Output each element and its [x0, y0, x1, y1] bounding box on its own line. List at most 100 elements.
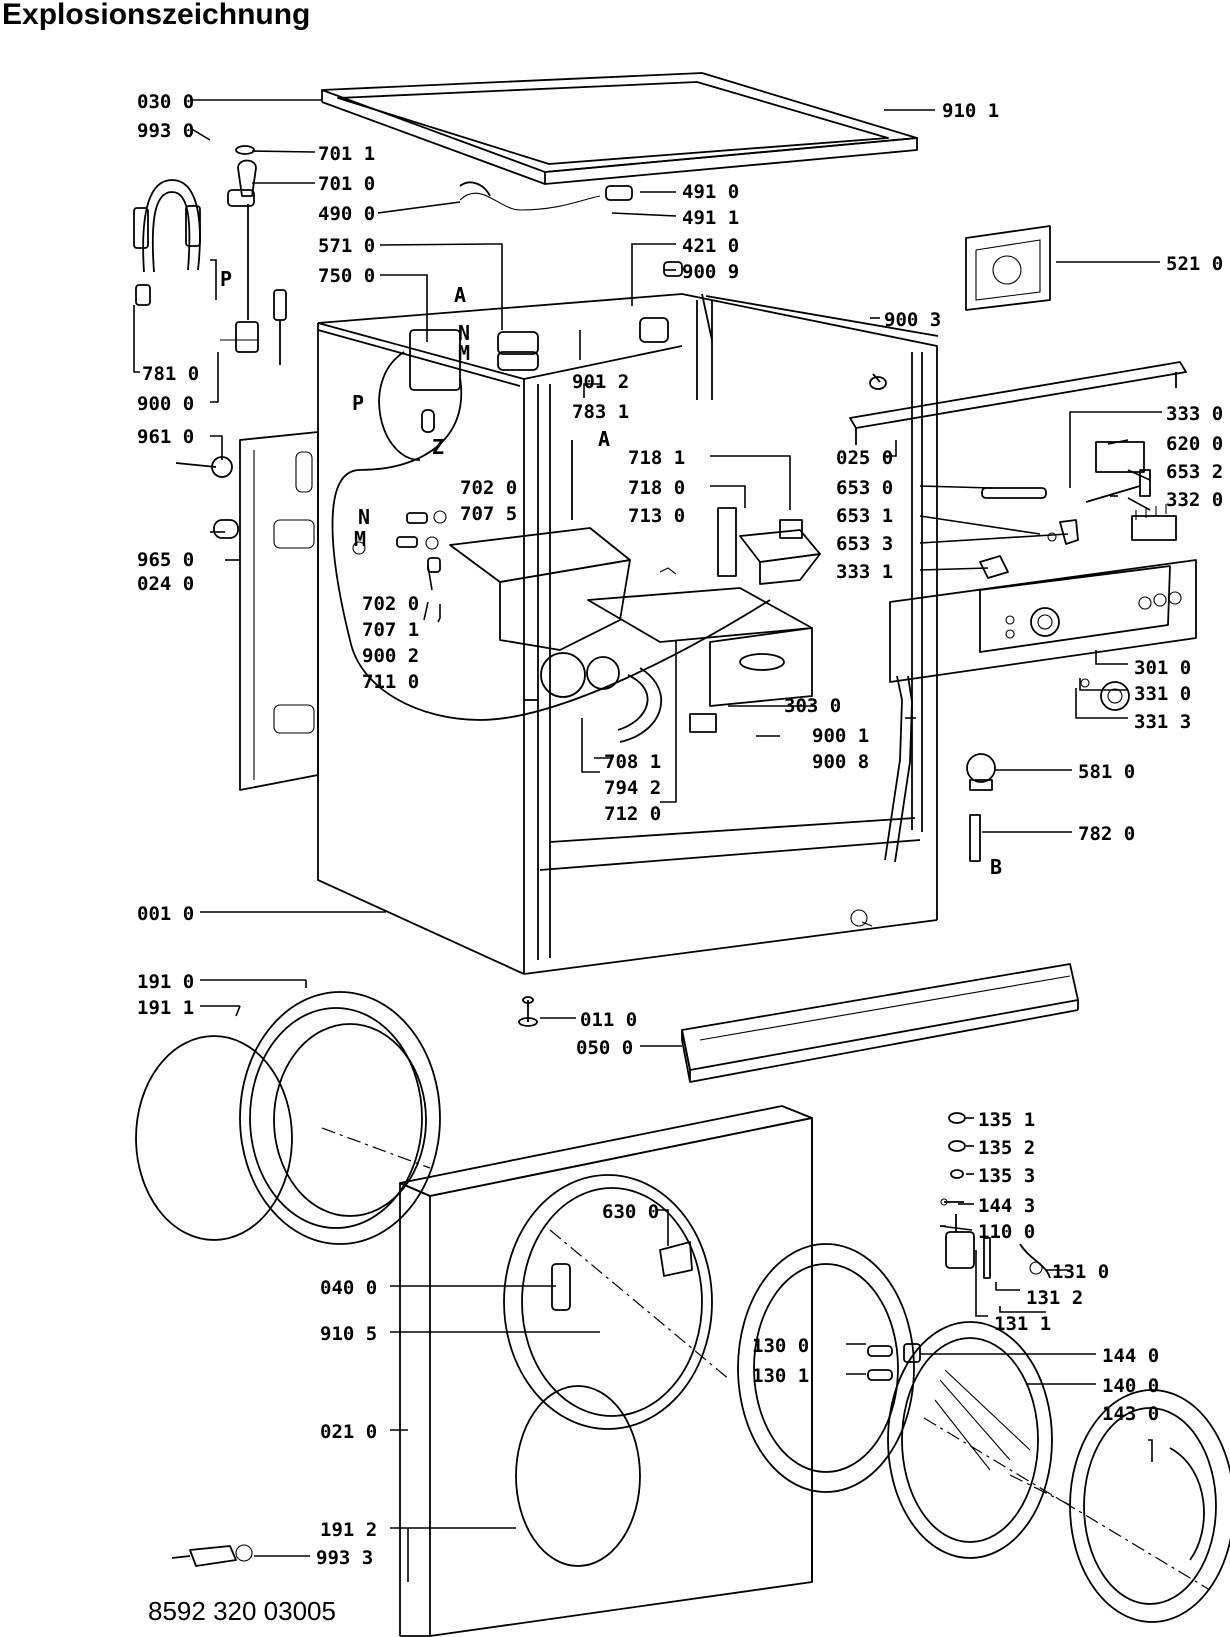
part-label: 191 2 — [320, 1519, 377, 1541]
part-label: 653 2 — [1166, 461, 1223, 483]
part-label: 332 0 — [1166, 489, 1223, 511]
hinge-parts-drawing — [171, 1112, 1051, 1567]
part-label: 140 0 — [1102, 1375, 1159, 1397]
part-label: 135 2 — [978, 1137, 1035, 1159]
part-label: 794 2 — [604, 777, 661, 799]
right-small-parts-drawing — [689, 373, 1177, 863]
part-label: 900 3 — [884, 309, 941, 331]
part-label: 965 0 — [137, 549, 194, 571]
part-label: 707 5 — [460, 503, 517, 525]
part-label: 701 0 — [318, 173, 375, 195]
part-label: 900 9 — [682, 261, 739, 283]
part-label: 490 0 — [318, 203, 375, 225]
part-label: 910 1 — [942, 100, 999, 122]
part-label: 900 8 — [812, 751, 869, 773]
part-label: 131 1 — [994, 1313, 1051, 1335]
part-label: 782 0 — [1078, 823, 1135, 845]
part-label: 521 0 — [1166, 253, 1223, 275]
part-label: 130 0 — [752, 1335, 809, 1357]
part-label: 491 1 — [682, 207, 739, 229]
part-label: 993 0 — [137, 120, 194, 142]
marker-letter: M — [458, 341, 470, 365]
drawings — [133, 72, 1230, 1637]
part-label: 024 0 — [137, 573, 194, 595]
part-label: 303 0 — [784, 695, 841, 717]
part-label: 653 0 — [836, 477, 893, 499]
part-label: 581 0 — [1078, 761, 1135, 783]
part-label: 333 1 — [836, 561, 893, 583]
marker-letter: N — [358, 505, 370, 529]
marker-letter: M — [354, 527, 366, 551]
marker-letter: A — [598, 427, 610, 451]
part-label: 900 2 — [362, 645, 419, 667]
part-label: 702 0 — [460, 477, 517, 499]
part-label: 301 0 — [1134, 657, 1191, 679]
part-label: 701 1 — [318, 143, 375, 165]
part-label: 781 0 — [142, 363, 199, 385]
part-label: 331 3 — [1134, 711, 1191, 733]
part-label: 040 0 — [320, 1277, 377, 1299]
part-label: 030 0 — [137, 91, 194, 113]
bracket-leaders — [133, 243, 1162, 1582]
part-label: 333 0 — [1166, 403, 1223, 425]
part-label: 011 0 — [580, 1009, 637, 1031]
marker-letter: P — [352, 391, 364, 415]
part-label: 131 2 — [1026, 1287, 1083, 1309]
part-label: 750 0 — [318, 265, 375, 287]
part-label: 993 3 — [316, 1547, 373, 1569]
part-label: 135 1 — [978, 1109, 1035, 1131]
part-label: 001 0 — [137, 903, 194, 925]
front-panel-drawing — [399, 1105, 813, 1637]
inlet-hose-drawing — [133, 145, 287, 365]
hose-fittings-drawing — [175, 440, 821, 585]
part-label: 653 1 — [836, 505, 893, 527]
back-panel-drawing — [239, 431, 319, 791]
part-label: 900 0 — [137, 393, 194, 415]
marker-letter: Z — [432, 435, 444, 459]
part-label: 021 0 — [320, 1421, 377, 1443]
plinth-drawing — [518, 963, 1079, 1083]
door-drawing — [737, 1243, 1230, 1623]
part-label: 713 0 — [628, 505, 685, 527]
marker-letter: P — [220, 267, 232, 291]
connection-markers: P A N M Z P A N M B — [220, 267, 1002, 879]
marker-letter: N — [458, 321, 470, 345]
part-label: 653 3 — [836, 533, 893, 555]
part-label: 718 1 — [628, 447, 685, 469]
part-label: 630 0 — [602, 1201, 659, 1223]
part-label: 131 0 — [1052, 1261, 1109, 1283]
part-label: 331 0 — [1134, 683, 1191, 705]
part-label: 110 0 — [978, 1221, 1035, 1243]
part-label: 144 3 — [978, 1195, 1035, 1217]
part-label: 421 0 — [682, 235, 739, 257]
page-title: Explosionszeichnung — [2, 0, 311, 31]
marker-letter: A — [454, 283, 466, 307]
top-cover-drawing — [321, 72, 918, 185]
part-label: 702 0 — [362, 593, 419, 615]
valves-drawing — [331, 181, 771, 721]
part-label: 707 1 — [362, 619, 419, 641]
part-label: 050 0 — [576, 1037, 633, 1059]
part-label: 718 0 — [628, 477, 685, 499]
part-label: 900 1 — [812, 725, 869, 747]
control-panel-drawing — [889, 225, 1197, 683]
part-label: 711 0 — [362, 671, 419, 693]
part-label: 910 5 — [320, 1323, 377, 1345]
part-label: 708 1 — [604, 751, 661, 773]
part-label: 571 0 — [318, 235, 375, 257]
part-label: 620 0 — [1166, 433, 1223, 455]
part-label: 191 0 — [137, 971, 194, 993]
gasket-drawing — [135, 991, 441, 1245]
part-label: 025 0 — [836, 447, 893, 469]
part-label: 144 0 — [1102, 1345, 1159, 1367]
leader-lines — [189, 99, 1160, 1557]
part-label: 143 0 — [1102, 1403, 1159, 1425]
crossbar-drawing — [849, 361, 1187, 445]
part-label: 130 1 — [752, 1365, 809, 1387]
part-label: 901 2 — [572, 371, 629, 393]
part-label: 712 0 — [604, 803, 661, 825]
document-number: 8592 320 03005 — [148, 1596, 336, 1626]
part-label: 783 1 — [572, 401, 629, 423]
